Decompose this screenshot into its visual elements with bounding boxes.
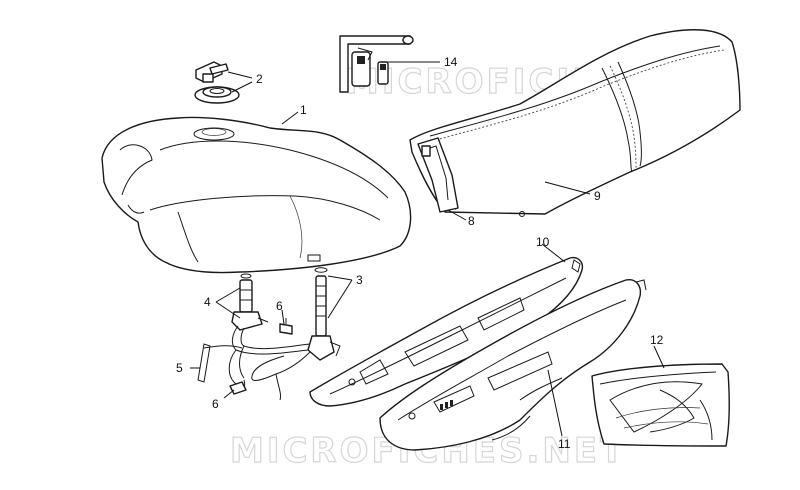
seat-bracket xyxy=(417,137,459,213)
callout-10: 10 xyxy=(536,235,550,249)
fuel-tap-left xyxy=(231,273,269,331)
fuel-hoses xyxy=(197,325,311,401)
lock-kit xyxy=(339,35,414,93)
callout-12: 12 xyxy=(650,333,664,347)
callout-9: 9 xyxy=(594,189,601,203)
callout-5: 5 xyxy=(176,361,183,375)
callout-4: 4 xyxy=(204,295,211,309)
fairing-decal xyxy=(591,363,731,447)
callout-6-upper: 6 xyxy=(276,299,283,313)
callout-3: 3 xyxy=(356,273,363,287)
side-panel-upper xyxy=(309,256,584,407)
callout-1: 1 xyxy=(300,103,307,117)
filler-cap xyxy=(194,61,240,104)
callout-11: 11 xyxy=(558,437,571,451)
saddle xyxy=(409,29,741,217)
leader-lines xyxy=(190,61,665,437)
hose-clip-upper xyxy=(279,318,293,335)
callout-6-lower: 6 xyxy=(212,397,219,411)
fuel-tank xyxy=(101,116,412,274)
callout-8: 8 xyxy=(468,214,475,228)
fuel-tap-right xyxy=(307,267,341,361)
side-panel-lower xyxy=(379,279,647,451)
callout-2: 2 xyxy=(256,72,263,86)
hose-clip-lower xyxy=(229,381,247,395)
callout-14: 14 xyxy=(444,55,458,69)
